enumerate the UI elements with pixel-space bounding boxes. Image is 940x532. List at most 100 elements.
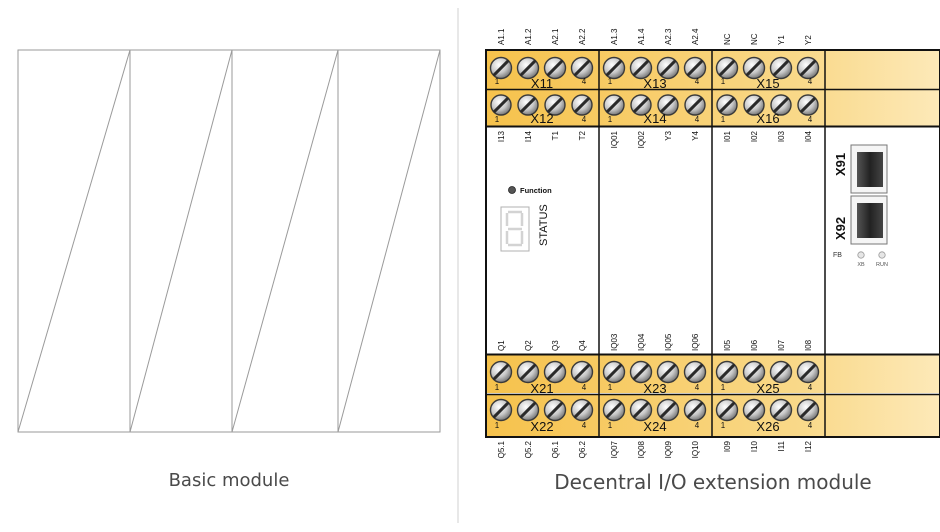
terminal-label: IQ10 <box>691 440 700 458</box>
terminal-label: A2.2 <box>578 28 587 45</box>
pin-number-label: 1 <box>495 115 500 124</box>
terminal-block-label: X13 <box>643 76 666 91</box>
pin-number-label: 4 <box>808 383 813 392</box>
terminal-label: I09 <box>723 440 732 452</box>
terminal-label: IQ01 <box>610 130 619 148</box>
terminal-screw-icon <box>602 56 626 80</box>
pin-number-label: 1 <box>608 77 613 86</box>
terminal-label: Q3 <box>551 340 560 351</box>
terminal-screw-icon <box>743 94 765 116</box>
terminal-label: I06 <box>750 339 759 351</box>
pin-number-label: 4 <box>695 77 700 86</box>
basic-module-frame <box>17 49 441 433</box>
run-led-label: RUN <box>876 262 888 268</box>
basic-module <box>17 49 441 433</box>
terminal-block-label: X21 <box>530 381 553 396</box>
terminal-screw-icon <box>683 398 707 422</box>
terminal-label: Q4 <box>578 340 587 351</box>
terminal-label: I10 <box>750 440 759 452</box>
terminal-label: Y3 <box>664 130 673 140</box>
terminal-screw-icon <box>489 360 513 384</box>
basic-module-diagonal <box>129 49 233 433</box>
terminal-label: IQ04 <box>637 333 646 351</box>
pin-number-label: 1 <box>608 421 613 430</box>
terminal-label: A1.1 <box>497 28 506 45</box>
terminal-label: IQ02 <box>637 130 646 148</box>
terminal-label: NC <box>750 33 759 45</box>
terminal-screw-icon <box>656 360 680 384</box>
terminal-label: I14 <box>524 130 533 142</box>
terminal-screw-icon <box>490 94 512 116</box>
pin-number-label: 4 <box>695 115 700 124</box>
terminal-screw-icon <box>489 398 513 422</box>
function-led-icon <box>508 186 516 194</box>
seven-segment-digit <box>505 210 524 247</box>
terminal-label: A1.3 <box>610 28 619 45</box>
terminal-screw-icon <box>544 94 566 116</box>
ethernet-port-icon <box>857 152 883 187</box>
terminal-screw-icon <box>571 94 593 116</box>
pin-number-label: 4 <box>695 383 700 392</box>
terminal-label: Y4 <box>691 130 700 140</box>
terminal-label: I11 <box>777 440 786 451</box>
basic-module-diagonal <box>337 49 441 433</box>
terminal-label: IQ03 <box>610 333 619 351</box>
pin-number-label: 1 <box>495 77 500 86</box>
terminal-screw-icon <box>769 360 793 384</box>
terminal-screw-icon <box>570 360 594 384</box>
terminal-screw-icon <box>603 94 625 116</box>
terminal-screw-icon <box>570 56 594 80</box>
terminal-label: I03 <box>777 130 786 142</box>
terminal-screw-icon <box>796 360 820 384</box>
network-ports: X91 X92 FB XB RUN <box>833 144 888 268</box>
terminal-screw-icon <box>742 56 766 80</box>
terminal-screw-icon <box>543 360 567 384</box>
terminal-label: IQ08 <box>637 440 646 458</box>
terminal-label: T2 <box>578 130 587 140</box>
pin-number-label: 4 <box>582 383 587 392</box>
terminal-screw-icon <box>516 398 540 422</box>
terminal-label: NC <box>723 33 732 45</box>
terminal-block-label: X11 <box>531 76 553 91</box>
terminal-label: Q1 <box>497 340 506 351</box>
terminal-label: I08 <box>804 339 813 351</box>
terminal-screw-icon <box>629 360 653 384</box>
terminal-screw-icon <box>683 360 707 384</box>
terminal-label: T1 <box>551 130 560 140</box>
terminal-screw-icon <box>516 56 540 80</box>
pin-number-label: 1 <box>608 115 613 124</box>
terminal-screw-icon <box>769 56 793 80</box>
terminal-screw-icon <box>543 398 567 422</box>
pin-number-label: 1 <box>721 383 726 392</box>
pin-number-label: 1 <box>495 383 500 392</box>
pin-number-label: 1 <box>721 77 726 86</box>
terminal-block-label: X12 <box>530 111 553 126</box>
pin-number-label: 1 <box>608 383 613 392</box>
pin-number-label: 4 <box>582 115 587 124</box>
fb-label: FB <box>833 252 842 259</box>
terminal-block-label: X15 <box>756 76 779 91</box>
terminal-label: Q6.2 <box>578 440 587 458</box>
terminal-screw-icon <box>684 94 706 116</box>
terminal-label: I02 <box>750 130 759 142</box>
pin-number-label: 1 <box>721 115 726 124</box>
terminal-screw-icon <box>742 398 766 422</box>
terminal-screw-icon <box>517 94 539 116</box>
port-label-x92: X92 <box>833 217 848 240</box>
terminal-screw-icon <box>715 56 739 80</box>
terminal-label: A1.2 <box>524 28 533 45</box>
run-led-icon <box>878 251 886 259</box>
basic-module-diagonal <box>17 49 131 433</box>
extension-module-caption: Decentral I/O extension module <box>554 470 872 494</box>
terminal-block-label: X22 <box>530 419 553 434</box>
terminal-screw-icon <box>657 94 679 116</box>
terminal-label: Q2 <box>524 340 533 351</box>
status-label: STATUS <box>538 204 550 246</box>
terminal-label: I07 <box>777 339 786 351</box>
ethernet-port-icon <box>857 203 883 238</box>
xb-led-icon <box>857 251 865 259</box>
terminal-label: I13 <box>497 130 506 142</box>
terminal-screw-icon <box>716 94 738 116</box>
port-label-x91: X91 <box>833 153 848 176</box>
